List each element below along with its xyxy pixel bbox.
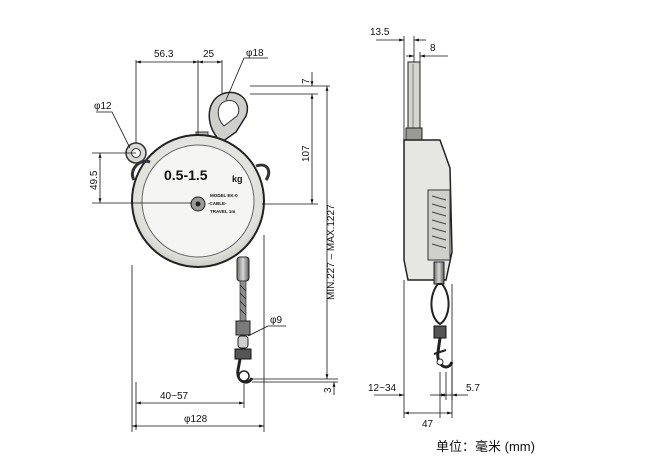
swivel xyxy=(234,348,252,360)
side-view xyxy=(403,61,454,369)
cable-stopper xyxy=(235,320,251,336)
dim-phi18: φ18 xyxy=(246,48,264,59)
dim-phi128: φ128 xyxy=(184,414,208,425)
dim-13-5: 13.5 xyxy=(370,27,390,38)
capacity-unit: kg xyxy=(232,174,243,184)
side-cable-exit xyxy=(433,261,445,285)
front-dimensions xyxy=(92,57,338,432)
dim-5-7: 5.7 xyxy=(466,383,480,394)
dim-phi9: φ9 xyxy=(270,315,282,326)
cable-outlet xyxy=(236,256,250,282)
dim-49-5: 49.5 xyxy=(89,170,100,190)
center-bolt xyxy=(195,201,201,207)
cable-label: -CABLE- xyxy=(208,201,227,206)
travel-label: TRAVEL 1m xyxy=(210,209,235,214)
hook-inner xyxy=(217,99,240,127)
dim-7: 7 xyxy=(301,78,312,84)
side-dimensions xyxy=(374,36,468,418)
dim-phi12: φ12 xyxy=(94,101,112,112)
dim-3: 3 xyxy=(323,387,334,393)
side-lower-loop xyxy=(430,283,450,326)
capacity-label: 0.5-1.5 xyxy=(164,167,208,183)
front-view: 0.5-1.5 kg MODEL EK-0 -CABLE- TRAVEL 1m xyxy=(125,91,271,384)
dim-25: 25 xyxy=(203,49,215,60)
side-drum xyxy=(427,189,451,261)
model-label: MODEL EK-0 xyxy=(210,193,238,198)
dim-40-57: 40~57 xyxy=(160,391,189,402)
side-hook-collar xyxy=(405,127,423,141)
cable-twist xyxy=(239,284,247,316)
dim-56-3: 56.3 xyxy=(154,49,174,60)
side-swivel xyxy=(433,325,447,339)
dim-12-34: 12~34 xyxy=(368,383,397,394)
dim-47: 47 xyxy=(422,419,434,430)
unit-label: 单位：毫米 (mm) xyxy=(436,439,535,454)
dim-min-max: MIN.227 – MAX.1227 xyxy=(326,204,337,300)
dim-8: 8 xyxy=(430,43,436,54)
bottom-hook-eye xyxy=(238,370,250,382)
chain-link xyxy=(237,335,249,349)
side-spring xyxy=(431,195,447,249)
wire-cable xyxy=(239,280,247,322)
housing-flange xyxy=(131,159,271,181)
dim-107: 107 xyxy=(301,145,312,162)
